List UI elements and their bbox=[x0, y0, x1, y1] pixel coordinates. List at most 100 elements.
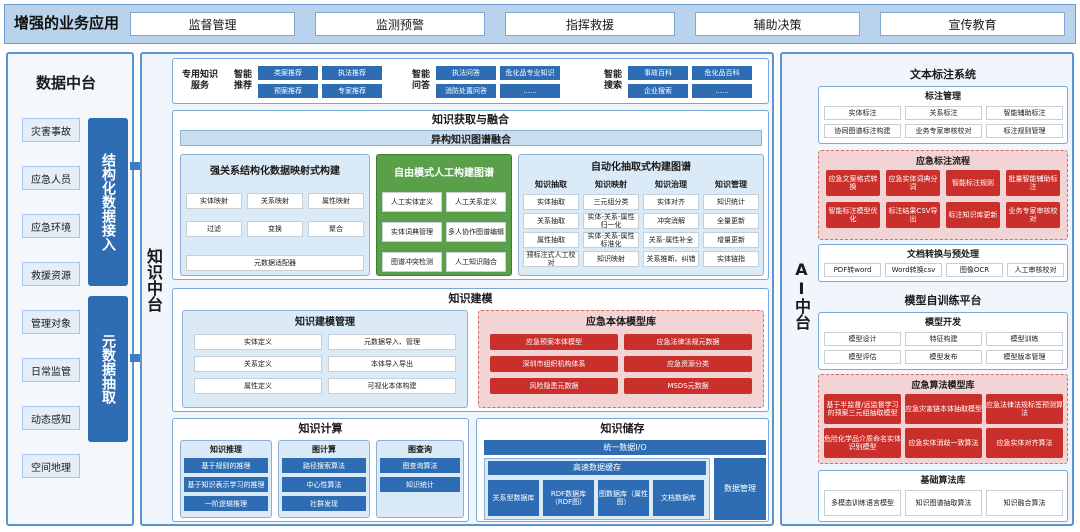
auto-item[interactable]: 关系推断、纠错 bbox=[643, 251, 699, 267]
strong-mapping-footer[interactable]: 元数据适配器 bbox=[186, 255, 364, 271]
data-source-item[interactable]: 灾害事故 bbox=[22, 118, 80, 142]
strong-mapping-item[interactable]: 聚合 bbox=[308, 221, 364, 237]
data-source-item[interactable]: 动态感知 bbox=[22, 406, 80, 430]
annot-flow-item[interactable]: 智能标注模型优化 bbox=[826, 202, 880, 228]
service-item[interactable]: 执法问答 bbox=[436, 66, 496, 80]
annot-mgmt-item[interactable]: 关系标注 bbox=[905, 106, 982, 120]
db-item[interactable]: RDF数据库（RDF图） bbox=[543, 480, 594, 516]
compute-item[interactable]: 基于知识表示学习的推理 bbox=[184, 477, 268, 492]
auto-item[interactable]: 知识统计 bbox=[703, 194, 759, 210]
strong-mapping-item[interactable]: 关系映射 bbox=[247, 193, 303, 209]
model-mgmt-item[interactable]: 本体导入导出 bbox=[328, 356, 456, 372]
data-source-item[interactable]: 救援资源 bbox=[22, 262, 80, 286]
data-source-item[interactable]: 应急人员 bbox=[22, 166, 80, 190]
algo-item[interactable]: 应急实体对齐算法 bbox=[986, 428, 1063, 458]
ontology-lib-item[interactable]: 应急法律法规元数据 bbox=[624, 334, 752, 350]
top-item-education[interactable]: 宣传教育 bbox=[880, 12, 1065, 36]
algo-item[interactable]: 应急实体消歧一致算法 bbox=[905, 428, 982, 458]
compute-item[interactable]: 基于规则的推理 bbox=[184, 458, 268, 473]
doc-item[interactable]: 人工审核校对 bbox=[1007, 263, 1064, 277]
model-mgmt-item[interactable]: 可视化本体构建 bbox=[328, 378, 456, 394]
base-algo-item[interactable]: 多模态训练语言模型 bbox=[824, 490, 901, 516]
base-algo-item[interactable]: 知识融合算法 bbox=[986, 490, 1063, 516]
service-item[interactable]: 执法推荐 bbox=[322, 66, 382, 80]
auto-item[interactable]: 实体-关系-属性归一化 bbox=[583, 213, 639, 229]
compute-item[interactable]: 一阶逻辑推理 bbox=[184, 496, 268, 511]
service-item[interactable]: 预案推荐 bbox=[258, 84, 318, 98]
data-source-item[interactable]: 管理对象 bbox=[22, 310, 80, 334]
annot-mgmt-item[interactable]: 协同图谱标注构建 bbox=[824, 124, 901, 138]
annot-flow-item[interactable]: 标注知识库更新 bbox=[946, 202, 1000, 228]
top-item-supervision[interactable]: 监督管理 bbox=[130, 12, 295, 36]
model-dev-item[interactable]: 模型版本管理 bbox=[986, 350, 1063, 364]
model-mgmt-item[interactable]: 关系定义 bbox=[194, 356, 322, 372]
auto-item[interactable]: 三元组分类 bbox=[583, 194, 639, 210]
ontology-lib-item[interactable]: 风险隐患元数据 bbox=[490, 378, 618, 394]
annot-flow-item[interactable]: 智能标注规则 bbox=[946, 170, 1000, 196]
data-source-item[interactable]: 应急环境 bbox=[22, 214, 80, 238]
model-dev-item[interactable]: 模型训练 bbox=[986, 332, 1063, 346]
data-source-item[interactable]: 空间地理 bbox=[22, 454, 80, 478]
model-dev-item[interactable]: 模型发布 bbox=[905, 350, 982, 364]
doc-item[interactable]: 图像OCR bbox=[946, 263, 1003, 277]
strong-mapping-item[interactable]: 属性映射 bbox=[308, 193, 364, 209]
auto-item[interactable]: 实体-关系-属性标准化 bbox=[583, 232, 639, 248]
auto-item[interactable]: 关系-属性补全 bbox=[643, 232, 699, 248]
db-item[interactable]: 图数据库（属性图） bbox=[598, 480, 649, 516]
annot-mgmt-item[interactable]: 智能辅助标注 bbox=[986, 106, 1063, 120]
compute-item[interactable]: 路径搜索算法 bbox=[282, 458, 366, 473]
service-item[interactable]: 消防处置问答 bbox=[436, 84, 496, 98]
doc-item[interactable]: Word转换csv bbox=[885, 263, 942, 277]
db-item[interactable]: 文档数据库 bbox=[653, 480, 704, 516]
model-mgmt-item[interactable]: 属性定义 bbox=[194, 378, 322, 394]
annot-flow-item[interactable]: 标注结果CSV导出 bbox=[886, 202, 940, 228]
free-mode-item[interactable]: 多人协作图谱编辑 bbox=[446, 222, 506, 242]
annot-flow-item[interactable]: 业务专家审核校对 bbox=[1006, 202, 1060, 228]
annot-mgmt-item[interactable]: 业务专家审核校对 bbox=[905, 124, 982, 138]
free-mode-item[interactable]: 图谱冲突检测 bbox=[382, 252, 442, 272]
doc-item[interactable]: PDF转word bbox=[824, 263, 881, 277]
top-item-decision[interactable]: 辅助决策 bbox=[695, 12, 860, 36]
ontology-lib-item[interactable]: 应急预案本体模型 bbox=[490, 334, 618, 350]
free-mode-item[interactable]: 人工关系定义 bbox=[446, 192, 506, 212]
model-mgmt-item[interactable]: 实体定义 bbox=[194, 334, 322, 350]
service-item[interactable]: ...... bbox=[500, 84, 560, 98]
service-item[interactable]: 危化品百科 bbox=[692, 66, 752, 80]
auto-item[interactable]: 预标注式人工校对 bbox=[523, 251, 579, 267]
top-item-monitoring[interactable]: 监测预警 bbox=[315, 12, 485, 36]
compute-item[interactable]: 中心性算法 bbox=[282, 477, 366, 492]
model-mgmt-item[interactable]: 元数据导入、管理 bbox=[328, 334, 456, 350]
data-source-item[interactable]: 日常监管 bbox=[22, 358, 80, 382]
strong-mapping-item[interactable]: 实体映射 bbox=[186, 193, 242, 209]
annot-flow-item[interactable]: 应急文案格式转换 bbox=[826, 170, 880, 196]
compute-item[interactable]: 知识统计 bbox=[380, 477, 460, 492]
service-item[interactable]: ...... bbox=[692, 84, 752, 98]
ontology-lib-item[interactable]: 应急资源分类 bbox=[624, 356, 752, 372]
model-dev-item[interactable]: 模型评估 bbox=[824, 350, 901, 364]
auto-item[interactable]: 属性抽取 bbox=[523, 232, 579, 248]
annot-flow-item[interactable]: 批量智能辅助标注 bbox=[1006, 170, 1060, 196]
model-dev-item[interactable]: 模型设计 bbox=[824, 332, 901, 346]
auto-item[interactable]: 实体抽取 bbox=[523, 194, 579, 210]
service-item[interactable]: 专家推荐 bbox=[322, 84, 382, 98]
auto-item[interactable]: 增量更新 bbox=[703, 232, 759, 248]
ontology-lib-item[interactable]: MSDS元数据 bbox=[624, 378, 752, 394]
algo-item[interactable]: 危险化学品介质命名实体识别模型 bbox=[824, 428, 901, 458]
auto-item[interactable]: 实体对齐 bbox=[643, 194, 699, 210]
algo-item[interactable]: 应急灾害链本体抽取模型 bbox=[905, 394, 982, 424]
auto-item[interactable]: 关系抽取 bbox=[523, 213, 579, 229]
algo-item[interactable]: 应急法律法规标签预测算法 bbox=[986, 394, 1063, 424]
model-dev-item[interactable]: 特征构建 bbox=[905, 332, 982, 346]
ontology-lib-item[interactable]: 深圳市组织机构体系 bbox=[490, 356, 618, 372]
free-mode-item[interactable]: 人工知识融合 bbox=[446, 252, 506, 272]
service-item[interactable]: 危化品专业知识 bbox=[500, 66, 560, 80]
auto-item[interactable]: 实体链指 bbox=[703, 251, 759, 267]
strong-mapping-item[interactable]: 过滤 bbox=[186, 221, 242, 237]
base-algo-item[interactable]: 知识图谱抽取算法 bbox=[905, 490, 982, 516]
free-mode-item[interactable]: 人工实体定义 bbox=[382, 192, 442, 212]
strong-mapping-item[interactable]: 变换 bbox=[247, 221, 303, 237]
top-item-rescue[interactable]: 指挥救援 bbox=[505, 12, 675, 36]
service-item[interactable]: 事故百科 bbox=[628, 66, 688, 80]
annot-flow-item[interactable]: 应急实体词典分词 bbox=[886, 170, 940, 196]
compute-item[interactable]: 社群发现 bbox=[282, 496, 366, 511]
